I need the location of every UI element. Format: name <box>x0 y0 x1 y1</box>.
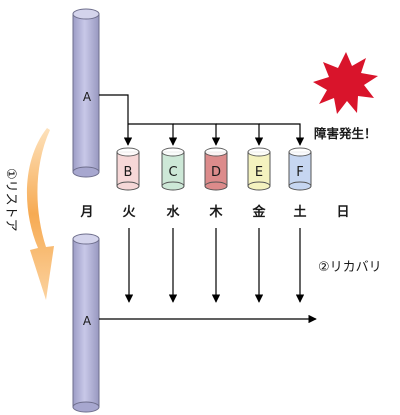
backup-cylinder-e: E <box>247 147 271 191</box>
cylinder-top: A <box>72 8 100 178</box>
day-labels: 月火水木金土日 <box>79 204 349 220</box>
day-label: 月 <box>79 205 93 220</box>
down-arrows <box>124 228 305 303</box>
day-label: 金 <box>251 204 266 220</box>
cylinder-bottom-label: A <box>83 314 92 328</box>
backup-label: C <box>168 165 177 180</box>
backup-cylinder-c: C <box>161 147 185 191</box>
failure-burst-icon <box>313 52 378 114</box>
backup-cylinder-b: B <box>116 147 140 191</box>
cylinder-bottom: A <box>72 233 100 413</box>
backup-cylinders: B C D E F <box>116 147 312 191</box>
backup-label: D <box>211 165 221 180</box>
backup-cylinder-f: F <box>288 147 312 191</box>
recovery-label: ②リカバリ <box>318 260 382 275</box>
backup-label: B <box>124 165 133 180</box>
restore-arrow <box>26 128 54 300</box>
day-label: 日 <box>336 205 349 220</box>
backup-label: E <box>255 165 263 180</box>
failure-text: 障害発生！ <box>314 126 377 141</box>
backup-label: F <box>296 165 303 180</box>
backup-flow-lines <box>99 94 305 146</box>
day-label: 水 <box>166 204 180 220</box>
backup-cylinder-d: D <box>204 147 228 191</box>
day-label: 火 <box>122 205 136 220</box>
restore-label: ①リストア <box>3 168 18 232</box>
day-label: 木 <box>208 204 223 220</box>
day-label: 土 <box>293 204 306 220</box>
cylinder-top-label: A <box>83 90 92 104</box>
